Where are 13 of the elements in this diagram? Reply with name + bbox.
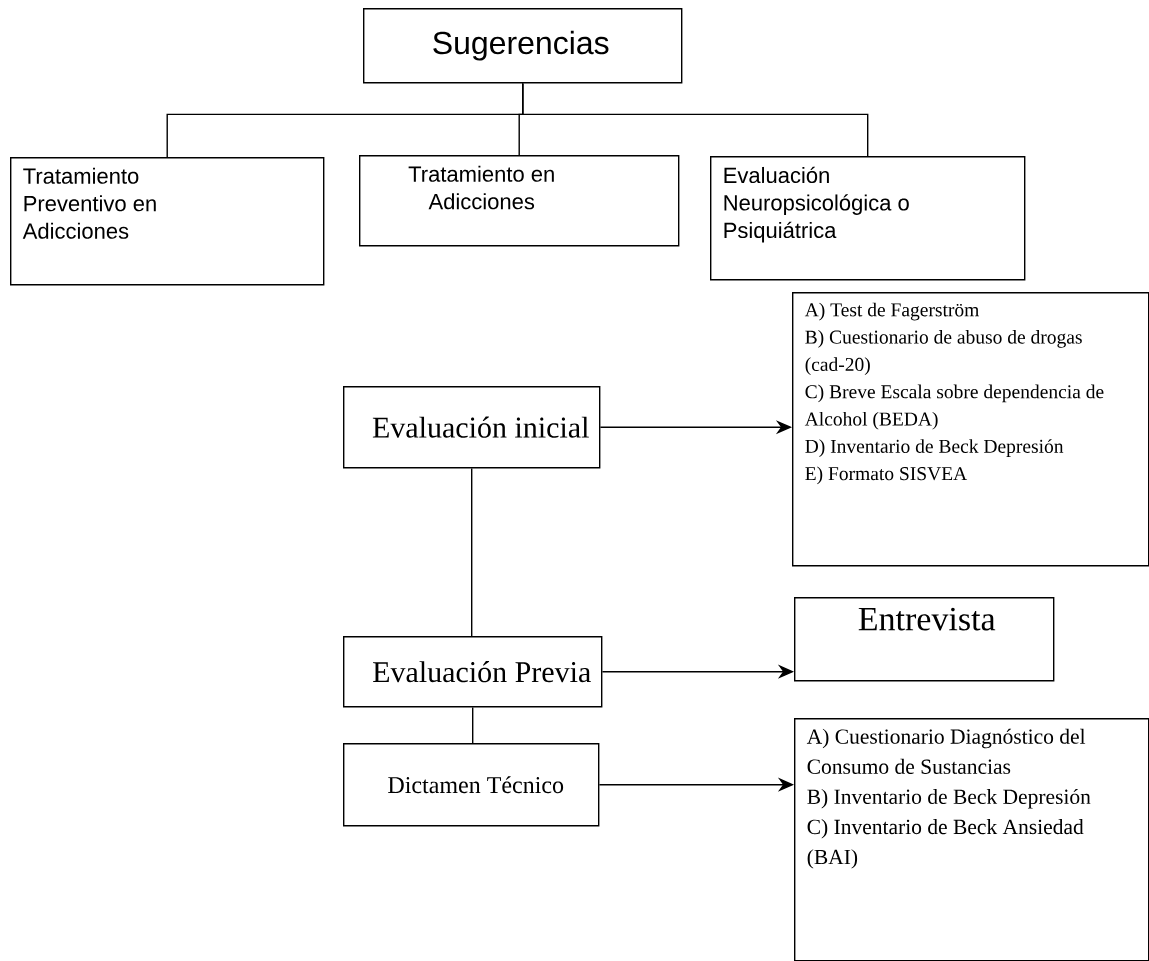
process-box: Tratamiento en Adicciones — [359, 155, 680, 247]
process-box: Evaluación Neuropsicológica o Psiquiátrica — [710, 156, 1026, 281]
process-box: Tratamiento Preventivo en Adicciones — [10, 157, 325, 286]
process-box: Evaluación Previa — [343, 636, 603, 708]
list-box: A) Cuestionario Diagnóstico del Consumo de Sustancias B) Inventario de Beck Depresión C) Inventario de Beck Ansiedad (BAI) — [794, 718, 1149, 961]
title-box: Sugerencias — [363, 8, 683, 84]
process-box: Dictamen Técnico — [343, 743, 600, 827]
list-box: A) Test de Fagerström B) Cuestionario de abuso de drogas (cad-20) C) Breve Escala sobre dependencia de Alcohol (BEDA) D) Inventario de Beck Depresión E) Formato SISVEA — [792, 292, 1149, 567]
process-box: Evaluación inicial — [343, 386, 601, 469]
connector-line — [471, 467, 473, 637]
process-box: Entrevista — [794, 597, 1055, 682]
connector-line — [472, 706, 474, 744]
connector-line — [522, 82, 869, 157]
